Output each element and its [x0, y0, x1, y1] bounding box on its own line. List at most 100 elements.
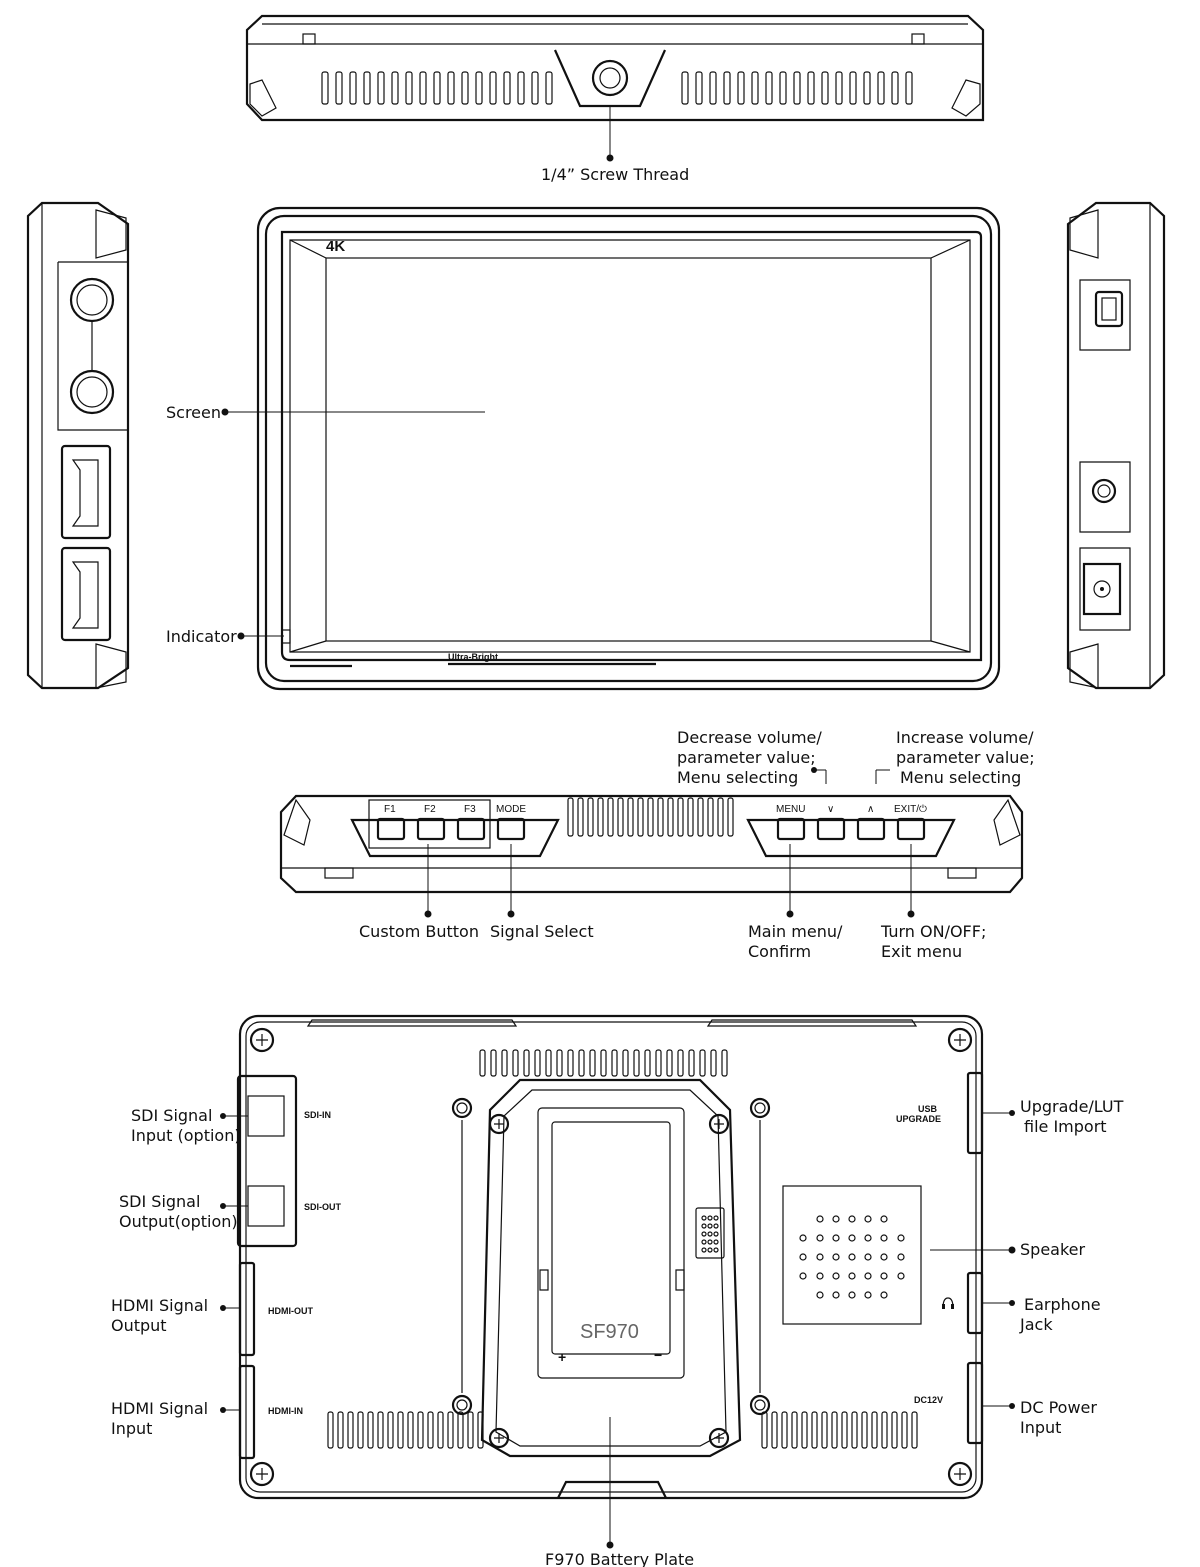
vent-slot: [489, 71, 497, 105]
speaker-hole: [816, 1234, 824, 1242]
vent-slot: [666, 1049, 673, 1077]
f3-mark: F3: [464, 804, 476, 815]
vent-slot: [891, 71, 899, 105]
vent-slot: [891, 1411, 898, 1449]
f1-mark: F1: [384, 804, 396, 815]
vent-slot: [667, 797, 674, 837]
f3-button[interactable]: [456, 817, 486, 841]
vent-slot: [807, 71, 815, 105]
vent-slot: [589, 1049, 596, 1077]
minus-mark: −: [654, 1347, 662, 1363]
speaker-hole: [832, 1253, 840, 1261]
vent-slot: [627, 797, 634, 837]
vent-slot: [781, 1411, 788, 1449]
vent-slot: [479, 1049, 486, 1077]
speaker-hole: [816, 1253, 824, 1261]
vent-slot: [578, 1049, 585, 1077]
contact-pin: [701, 1223, 707, 1229]
contact-pin: [713, 1239, 719, 1245]
vent-slot: [556, 1049, 563, 1077]
vent-slot: [871, 1411, 878, 1449]
speaker-hole: [897, 1272, 905, 1280]
vent-slot: [501, 1049, 508, 1077]
f1-button[interactable]: [376, 817, 406, 841]
speaker-hole: [864, 1272, 872, 1280]
screw-mount-icon: [591, 59, 629, 97]
vent-slot: [387, 1411, 394, 1449]
vent-slot: [597, 797, 604, 837]
vent-slot: [699, 1049, 706, 1077]
contact-pin: [707, 1239, 713, 1245]
speaker-hole: [880, 1272, 888, 1280]
vent-slot: [419, 71, 427, 105]
up-mark: ∧: [867, 804, 874, 815]
speaker-hole: [864, 1253, 872, 1261]
vent-slot: [577, 797, 584, 837]
vent-slot: [677, 797, 684, 837]
speaker-label: Speaker: [1020, 1240, 1086, 1259]
speaker-hole: [848, 1291, 856, 1299]
speaker-hole: [897, 1253, 905, 1261]
mount-holes: [451, 1097, 771, 1416]
vents: [761, 1411, 918, 1449]
vent-slot: [417, 1411, 424, 1449]
vent-slot: [655, 1049, 662, 1077]
screw-thread-label: 1/4” Screw Thread: [541, 165, 689, 184]
vent-slot: [523, 1049, 530, 1077]
sdi-out-mark: SDI-OUT: [304, 1202, 342, 1212]
f2-button[interactable]: [416, 817, 446, 841]
vent-slot: [433, 71, 441, 105]
front-view: 4K Ultra-Bright Screen Indicator: [166, 206, 1001, 691]
ultra-bright-mark: Ultra-Bright: [448, 652, 498, 662]
down-button[interactable]: [816, 817, 846, 841]
speaker-hole: [816, 1291, 824, 1299]
vent-slot: [721, 1049, 728, 1077]
speaker-hole: [799, 1234, 807, 1242]
speaker-hole: [880, 1215, 888, 1223]
hdmi-out-mark: HDMI-OUT: [268, 1306, 313, 1316]
up-button[interactable]: [856, 817, 886, 841]
vent-slot: [717, 797, 724, 837]
vent-slot: [695, 71, 703, 105]
hdmi-in-mark: HDMI-IN: [268, 1406, 303, 1416]
vent-slot: [461, 71, 469, 105]
contact-pin: [701, 1239, 707, 1245]
dc12v-mark: DC12V: [914, 1395, 943, 1405]
contact-pin: [707, 1247, 713, 1253]
contact-pin: [707, 1231, 713, 1237]
exit-power-button[interactable]: [896, 817, 926, 841]
speaker-hole: [880, 1234, 888, 1242]
speaker-hole: [864, 1234, 872, 1242]
contact-pin: [713, 1231, 719, 1237]
speaker-hole: [799, 1253, 807, 1261]
speaker-hole: [832, 1215, 840, 1223]
speaker-hole: [864, 1291, 872, 1299]
speaker-hole: [799, 1272, 807, 1280]
vent-slot: [811, 1411, 818, 1449]
hdmi-port-icon: [60, 444, 112, 642]
vent-slot: [457, 1411, 464, 1449]
mode-mark: MODE: [496, 804, 526, 815]
custom-button-label: Custom Button: [359, 922, 479, 941]
right-side-view: [1066, 201, 1166, 690]
vent-slot: [335, 71, 343, 105]
contact-pin: [713, 1223, 719, 1229]
vent-slot: [490, 1049, 497, 1077]
screw-icon: [249, 1027, 973, 1487]
contact-pin: [701, 1231, 707, 1237]
vent-slot: [617, 797, 624, 837]
speaker-hole: [880, 1291, 888, 1299]
speaker-hole: [880, 1253, 888, 1261]
vent-slot: [377, 71, 385, 105]
menu-button[interactable]: [776, 817, 806, 841]
vent-slot: [821, 71, 829, 105]
vent-slot: [861, 1411, 868, 1449]
vent-slot: [905, 71, 913, 105]
mode-button[interactable]: [496, 817, 526, 841]
bottom-view: F1 F2 F3 MODE MENU ∨ ∧ EXIT/⏻ Decrease v…: [279, 728, 1035, 961]
earphone-jack-label: Earphone Jack: [1019, 1295, 1106, 1334]
vent-slot: [467, 1411, 474, 1449]
hdmi-output-label: HDMI Signal Output: [111, 1296, 213, 1335]
vent-slot: [622, 1049, 629, 1077]
vent-slot: [821, 1411, 828, 1449]
